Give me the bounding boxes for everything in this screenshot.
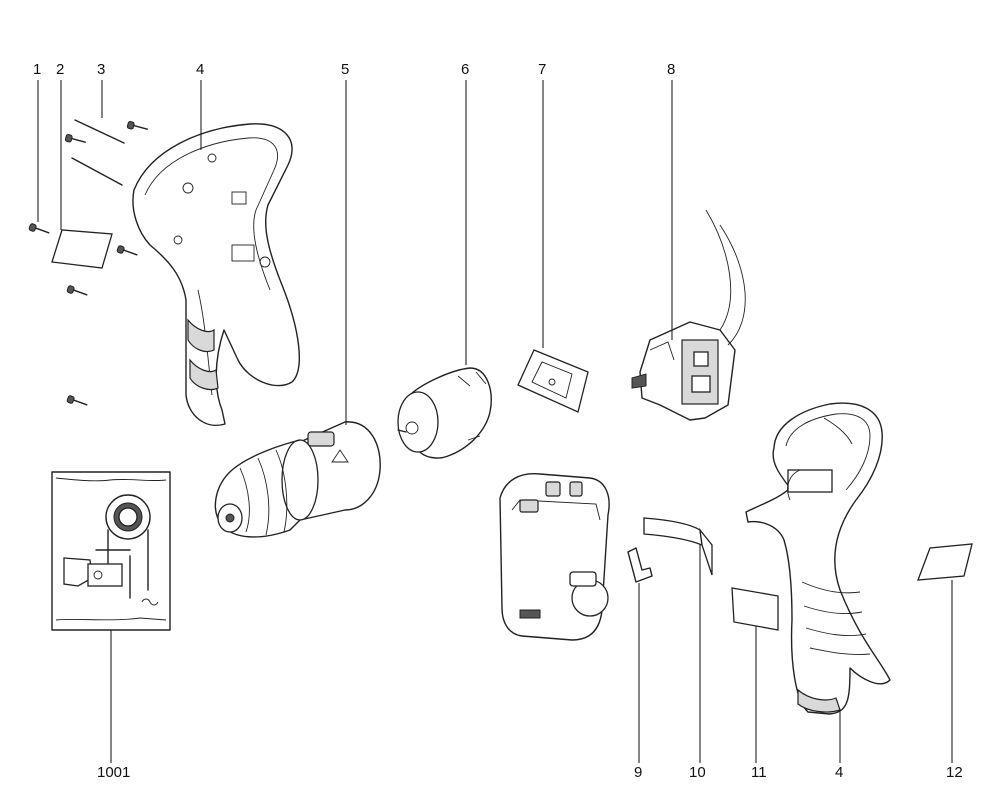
label-strip-icon xyxy=(643,517,713,576)
callout-1001: 1001 xyxy=(97,764,130,781)
housing-half-right-icon xyxy=(745,402,891,715)
callout-5: 5 xyxy=(341,61,349,78)
clip-icon xyxy=(627,547,653,583)
callout-8: 8 xyxy=(667,61,675,78)
label-plate-icon xyxy=(51,229,113,269)
callout-4-top: 4 xyxy=(196,61,204,78)
gearbox-chuck-icon xyxy=(214,421,381,538)
pin-icon xyxy=(71,119,125,186)
switch-module-icon xyxy=(631,209,746,421)
callout-10: 10 xyxy=(689,764,706,781)
leader-lines xyxy=(37,80,953,763)
callout-9: 9 xyxy=(634,764,642,781)
callout-2: 2 xyxy=(56,61,64,78)
callout-11: 11 xyxy=(751,764,767,781)
label-icon xyxy=(731,587,779,631)
callout-3: 3 xyxy=(97,61,105,78)
motor-icon xyxy=(397,367,492,459)
housing-half-icon xyxy=(132,123,300,426)
screw-icon xyxy=(28,121,149,406)
battery-pack-icon xyxy=(499,473,610,641)
switch-cover-icon xyxy=(517,349,589,413)
wiring-diagram-inset xyxy=(51,471,171,631)
callout-1: 1 xyxy=(33,61,41,78)
callout-12: 12 xyxy=(946,764,963,781)
callout-7: 7 xyxy=(538,61,546,78)
label-plate-12-icon xyxy=(917,543,973,581)
callout-6: 6 xyxy=(461,61,469,78)
callout-4-bottom: 4 xyxy=(835,764,843,781)
